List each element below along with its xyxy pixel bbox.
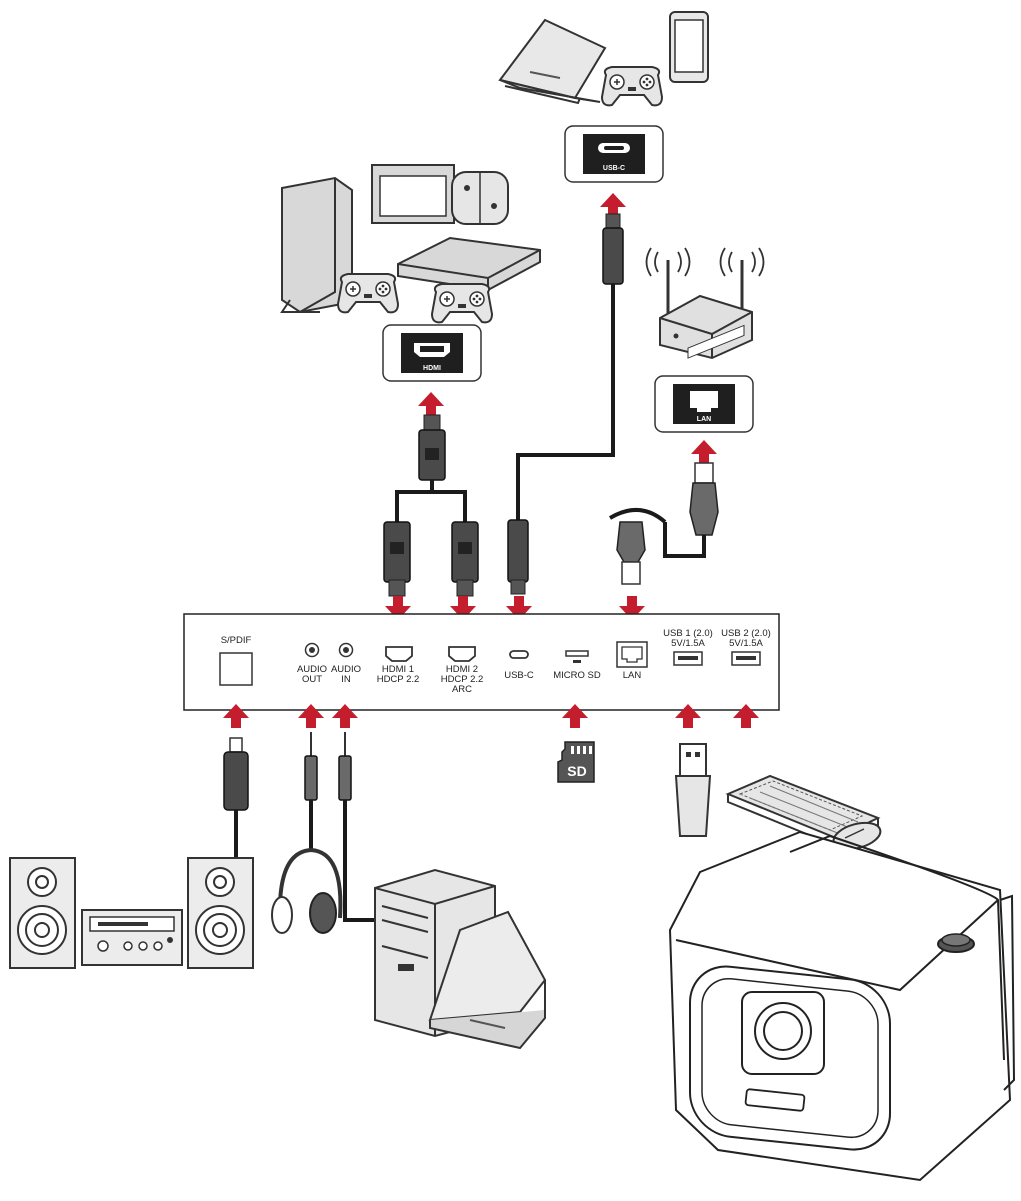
speaker-icon [187,857,254,969]
hdmi1-port [385,646,413,662]
lan-callout-label: LAN [697,416,711,423]
sd-card-icon: SD [557,741,595,783]
media-player-icon [397,236,541,292]
audio-in-label-1: AUDIO [331,664,361,675]
lan-cable [608,462,719,585]
spdif-cable [223,737,249,858]
hdmi2-label-2: HDCP 2.2 [441,674,484,685]
hdmi2-label-1: HDMI 2 [446,664,478,675]
sd-card-label: SD [567,763,586,779]
hdmi-cable [383,414,479,597]
projector-icon [668,830,1016,1182]
gamepad-icon [431,283,493,324]
hdmi-callout-label: HDMI [423,365,441,372]
microsd-port [565,650,589,657]
usbc-cable [507,213,624,595]
usbc-port [509,650,529,659]
usbc-label: USB-C [504,670,534,681]
usbc-port-callout: USB-C [564,125,664,183]
usb1-port [673,651,703,666]
game-console-icon [371,164,509,225]
usb2-port [731,651,761,666]
lan-port-callout: LAN [654,375,754,433]
usb1-label-2: 5V/1.5A [671,638,705,649]
audio-out-port [304,642,320,658]
usb2-label-2: 5V/1.5A [729,638,763,649]
audio-in-cable [338,732,375,922]
microsd-label: MICRO SD [553,670,601,681]
audio-out-label-1: AUDIO [297,664,327,675]
game-console-icon [280,176,353,314]
headphones-icon [271,847,343,934]
gamepad-icon [601,66,663,107]
laptop-icon [428,910,547,1050]
router-icon [645,247,765,360]
laptop-icon [498,18,607,105]
spdif-label: S/PDIF [221,635,252,646]
spdif-port [219,652,253,686]
hdmi-device-arrow [418,392,444,416]
smartphone-icon [669,11,709,83]
hdmi1-label-2: HDCP 2.2 [377,674,420,685]
usb2-label-1: USB 2 (2.0) [721,628,771,639]
lan-label: LAN [623,670,642,681]
stereo-receiver-icon [81,909,183,966]
usb-drive-icon [674,743,712,837]
keyboard-icon [725,774,881,848]
hdmi1-label-1: HDMI 1 [382,664,414,675]
lan-device-arrow [691,440,717,464]
audio-in-label-2: IN [341,674,351,685]
audio-out-label-2: OUT [302,674,322,685]
usbc-callout-label: USB-C [603,165,625,172]
speaker-icon [9,857,76,969]
gamepad-icon [337,273,399,314]
hdmi2-port [448,646,476,662]
hdmi-port-callout: HDMI [382,324,482,382]
audio-out-cable [304,732,318,850]
usbc-device-arrow [600,193,626,217]
port-panel: S/PDIF AUDIO OUT AUDIO IN HDMI 1 HDCP 2.… [183,613,780,711]
hdmi2-label-3: ARC [452,684,472,695]
usb1-label-1: USB 1 (2.0) [663,628,713,639]
audio-in-port [338,642,354,658]
lan-port [616,641,648,668]
